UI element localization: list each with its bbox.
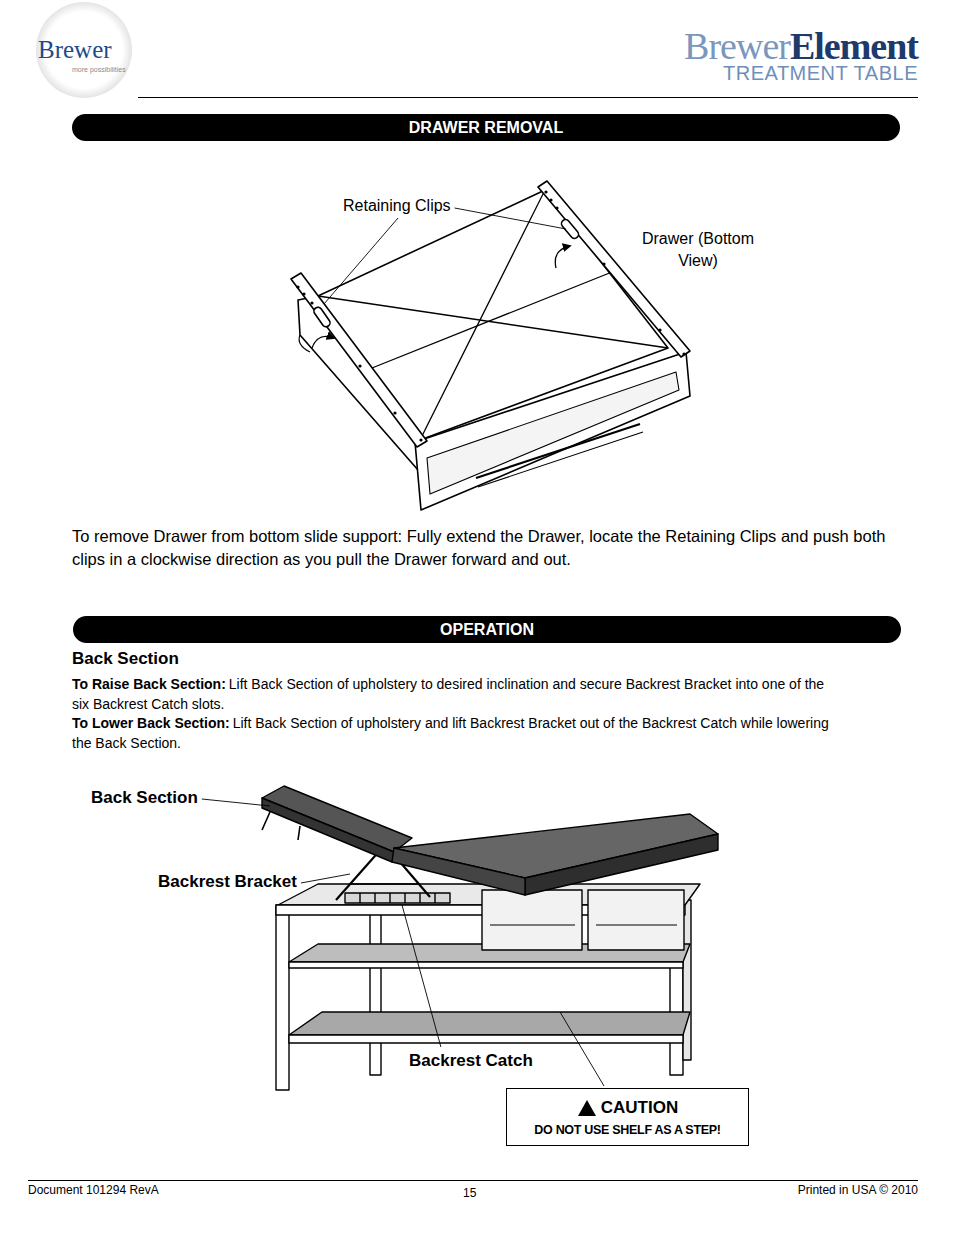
table-drawing bbox=[262, 786, 718, 1090]
logo-disc bbox=[36, 2, 132, 98]
drawer-drawing bbox=[291, 181, 690, 510]
warning-triangle bbox=[578, 1100, 596, 1116]
brand-name: Element bbox=[790, 24, 918, 68]
caution-box: CAUTION DO NOT USE SHELF AS A STEP! bbox=[506, 1088, 749, 1146]
footer-text: Document 101294 RevA bbox=[28, 1183, 159, 1197]
callout-label: Drawer (Bottom View) bbox=[638, 228, 758, 272]
leader-line bbox=[455, 208, 566, 229]
logo-tagline: more possibilities bbox=[72, 66, 126, 73]
band: DRAWER REMOVAL bbox=[72, 114, 900, 141]
leader-line bbox=[560, 1012, 604, 1086]
page-number: 15 bbox=[463, 1186, 476, 1200]
heading: CAUTION bbox=[577, 1097, 678, 1119]
paragraph: To Lower Back Section:Lift Back Section … bbox=[72, 714, 842, 753]
rail-holes bbox=[296, 190, 685, 441]
run-in-heading: To Raise Back Section: bbox=[72, 676, 226, 692]
callout-label: Retaining Clips bbox=[343, 197, 451, 215]
callout-label: Back Section bbox=[91, 788, 198, 808]
warning-icon bbox=[577, 1099, 597, 1117]
header-rule bbox=[138, 97, 918, 98]
operation-text: To Raise Back Section:Lift Back Section … bbox=[72, 675, 842, 753]
section-heading: Back Section bbox=[72, 649, 179, 669]
rotate-arrow bbox=[312, 336, 334, 348]
rotate-arrow bbox=[555, 246, 570, 268]
callout-label: Backrest Bracket bbox=[158, 872, 297, 892]
header-logo: BrewerElement bbox=[684, 24, 918, 68]
brand-name: Brewer bbox=[684, 24, 790, 68]
band: OPERATION bbox=[73, 616, 901, 643]
run-in-heading: To Lower Back Section: bbox=[72, 715, 230, 731]
brand-subtitle: TREATMENT TABLE bbox=[723, 62, 918, 85]
leader-line bbox=[301, 874, 350, 883]
leader-line bbox=[324, 218, 398, 304]
callout-label: Backrest Catch bbox=[409, 1051, 533, 1071]
heading: DRAWER REMOVAL bbox=[409, 119, 563, 137]
logo-text: Brewer bbox=[38, 36, 112, 64]
heading: OPERATION bbox=[440, 621, 534, 639]
footer-text: Printed in USA © 2010 bbox=[798, 1183, 918, 1197]
warning-text: DO NOT USE SHELF AS A STEP! bbox=[534, 1123, 720, 1137]
paragraph: To Raise Back Section:Lift Back Section … bbox=[72, 675, 842, 714]
footer-rule bbox=[28, 1180, 918, 1181]
paragraph: To remove Drawer from bottom slide suppo… bbox=[72, 525, 902, 571]
leader-line bbox=[202, 799, 270, 806]
leader-line bbox=[402, 905, 441, 1047]
